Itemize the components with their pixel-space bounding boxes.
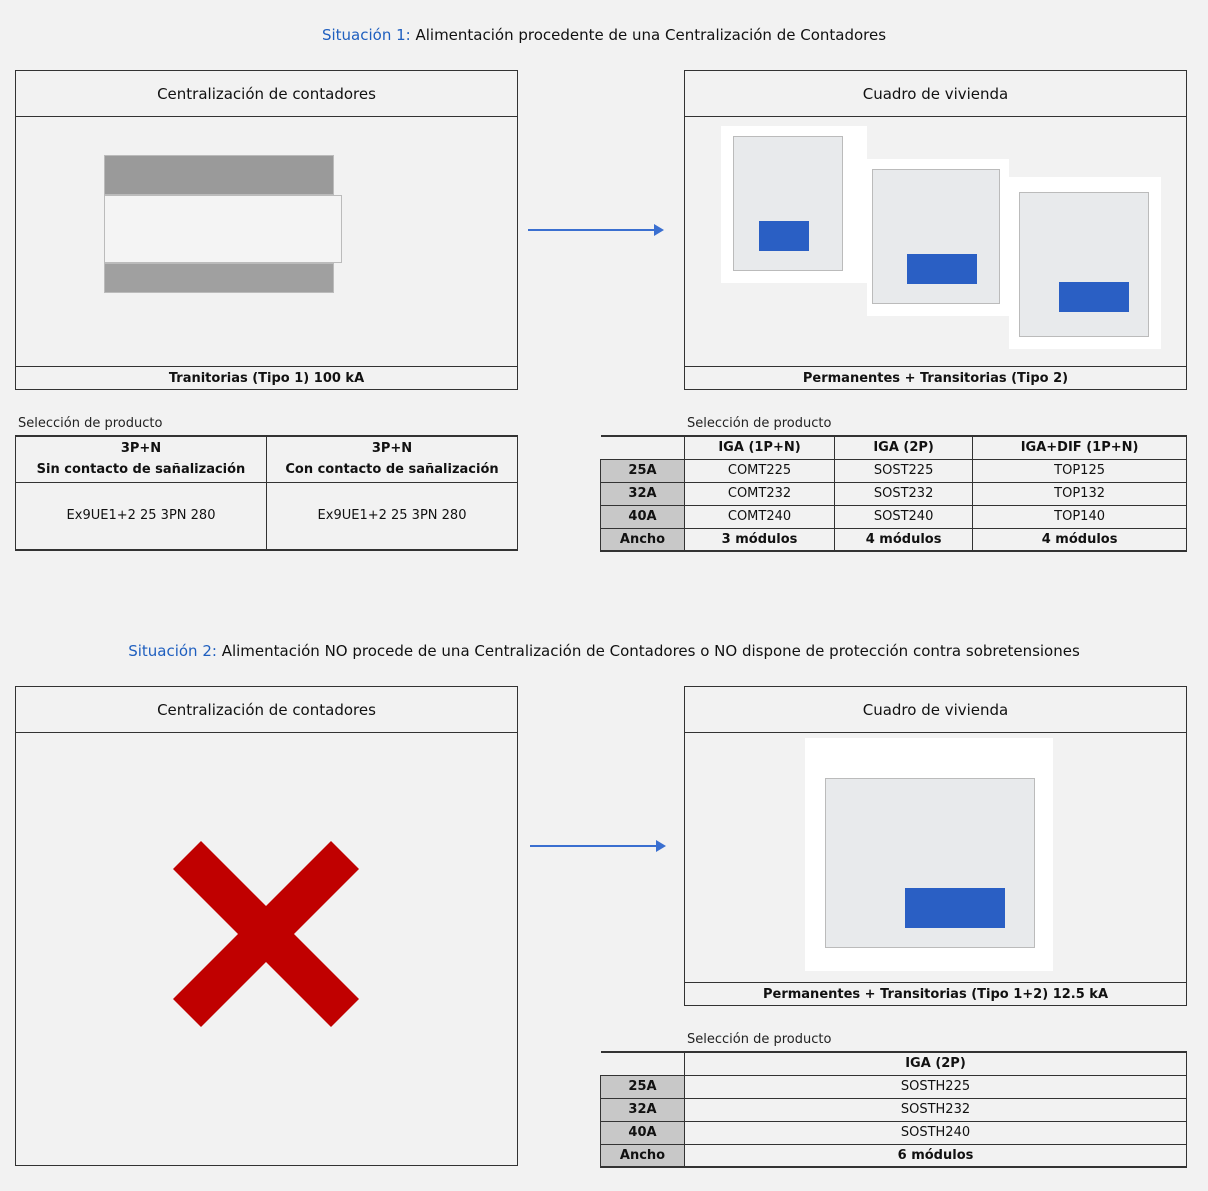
table-cell: SOST232 (834, 481, 974, 506)
row-header: 32A (600, 1097, 685, 1122)
row-header: 32A (600, 481, 685, 506)
box-footer: Tranitorias (Tipo 1) 100 kA (16, 366, 517, 389)
column-header: IGA (1P+N) (683, 435, 836, 460)
box-title: Cuadro de vivienda (685, 687, 1186, 733)
column-header: IGA+DIF (1P+N) (972, 435, 1187, 460)
situation-1-title: Situación 1: Alimentación procedente de … (321, 26, 887, 44)
row-header: Ancho (600, 527, 685, 552)
cross-icon (173, 841, 359, 1027)
box-footer: Permanentes + Transitorias (Tipo 2) (685, 366, 1186, 389)
row-header: 25A (600, 1074, 685, 1099)
meter-centralization-box: Centralización de contadores Tranitorias… (15, 70, 518, 390)
table-cell: TOP125 (972, 458, 1187, 483)
row-header: 40A (600, 504, 685, 529)
table-cell: COMT240 (683, 504, 836, 529)
table-cell: 4 módulos (972, 527, 1187, 552)
row-header: 25A (600, 458, 685, 483)
home-panel-box: Cuadro de vivienda Permanentes + Transit… (684, 70, 1187, 390)
box-title: Centralización de contadores (16, 71, 517, 117)
box-title: Cuadro de vivienda (685, 71, 1186, 117)
arrow-right-icon (530, 840, 666, 852)
table-cell: 4 módulos (834, 527, 974, 552)
table-cell: SOST240 (834, 504, 974, 529)
table-cell: COMT225 (683, 458, 836, 483)
table-cell: TOP132 (972, 481, 1187, 506)
breaker-image (867, 159, 1009, 316)
table-cell: 6 módulos (684, 1143, 1187, 1168)
table-cell: COMT232 (683, 481, 836, 506)
row-header: Ancho (600, 1143, 685, 1168)
situation-2-title: Situación 2: Alimentación NO procede de … (128, 642, 1080, 660)
table-cell: SOSTH225 (684, 1074, 1187, 1099)
box-title: Centralización de contadores (16, 687, 517, 733)
table-label: Selección de producto (18, 416, 163, 431)
arrow-right-icon (528, 224, 664, 236)
table-label: Selección de producto (687, 1032, 832, 1047)
box-footer: Permanentes + Transitorias (Tipo 1+2) 12… (685, 982, 1186, 1005)
breaker-image (1009, 177, 1161, 349)
surge-protector-image (104, 155, 342, 295)
column-header: IGA (2P) (684, 1051, 1187, 1076)
table-cell: SOSTH232 (684, 1097, 1187, 1122)
table-cell: 3 módulos (683, 527, 836, 552)
breaker-image (721, 126, 867, 283)
meter-centralization-box: Centralización de contadores (15, 686, 518, 1166)
table-label: Selección de producto (687, 416, 832, 431)
table-cell: TOP140 (972, 504, 1187, 529)
row-header: 40A (600, 1120, 685, 1145)
table-cell: SOSTH240 (684, 1120, 1187, 1145)
home-panel-box: Cuadro de vivienda Permanentes + Transit… (684, 686, 1187, 1006)
breaker-surge-image (805, 738, 1053, 971)
table-cell: SOST225 (834, 458, 974, 483)
column-header: IGA (2P) (834, 435, 974, 460)
